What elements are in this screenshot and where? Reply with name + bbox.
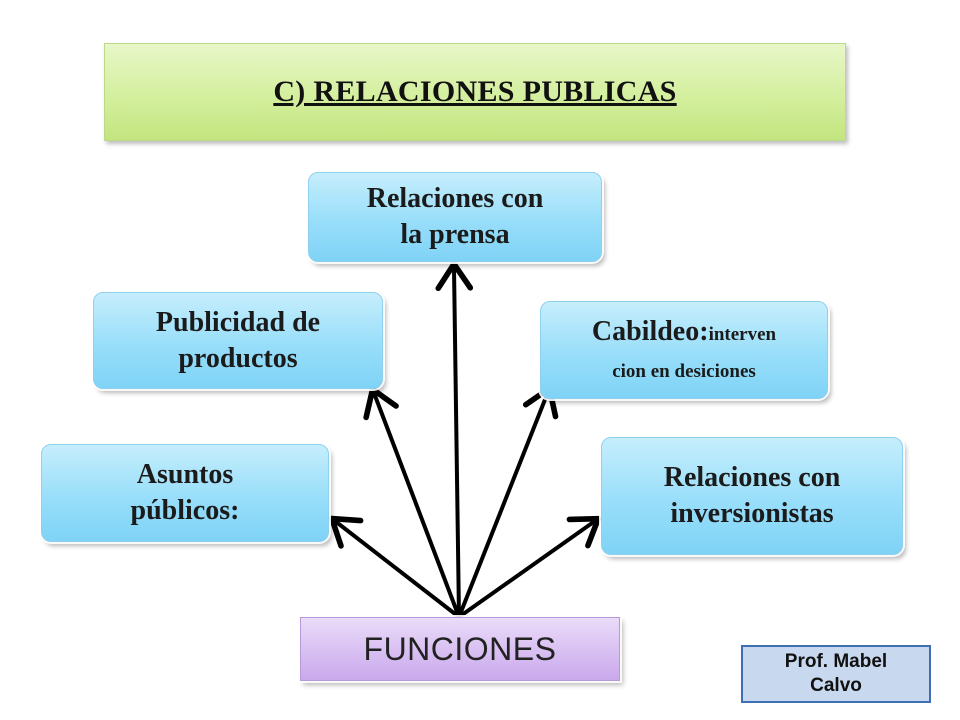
node-relaciones-inversionistas: Relaciones con inversionistas: [601, 437, 903, 555]
node-publicidad-line2: productos: [178, 342, 298, 374]
arrow-to-asuntos: [329, 515, 461, 619]
node-cabildeo-main: Cabildeo:: [591, 315, 709, 347]
arrow-to-inversionistas: [457, 515, 602, 619]
node-cabildeo-line1: Cabildeo:interven: [592, 312, 776, 355]
arrow-to-prensa: [435, 261, 474, 618]
arrow-to-cabildeo: [457, 385, 559, 618]
node-prensa-line2: la prensa: [400, 219, 510, 250]
author-line1: Prof. Mabel: [784, 651, 888, 672]
center-label: FUNCIONES: [363, 630, 557, 667]
node-asuntos-publicos: Asuntos públicos:: [41, 444, 329, 542]
node-cabildeo-line2: cion en desiciones: [612, 360, 756, 382]
node-prensa-line1: Relaciones con: [366, 183, 544, 214]
page-title: C) RELACIONES PUBLICAS: [273, 75, 677, 108]
title-banner: C) RELACIONES PUBLICAS: [104, 43, 846, 141]
arrow-to-publicidad: [363, 386, 461, 618]
node-publicidad-line1: Publicidad de: [155, 306, 321, 338]
node-publicidad-productos: Publicidad de productos: [93, 292, 383, 389]
author-box: Prof. Mabel Calvo: [741, 645, 931, 703]
node-inversionistas-line2: inversionistas: [670, 498, 834, 529]
node-cabildeo: Cabildeo:interven cion en desiciones: [540, 301, 828, 399]
center-node-funciones: FUNCIONES: [300, 617, 620, 681]
node-relaciones-prensa: Relaciones con la prensa: [308, 172, 602, 262]
node-asuntos-line2: públicos:: [130, 495, 240, 526]
node-inversionistas-line1: Relaciones con: [663, 462, 841, 493]
author-line2: Calvo: [810, 675, 862, 696]
node-cabildeo-small: interven: [708, 323, 777, 345]
node-asuntos-line1: Asuntos: [136, 459, 234, 490]
